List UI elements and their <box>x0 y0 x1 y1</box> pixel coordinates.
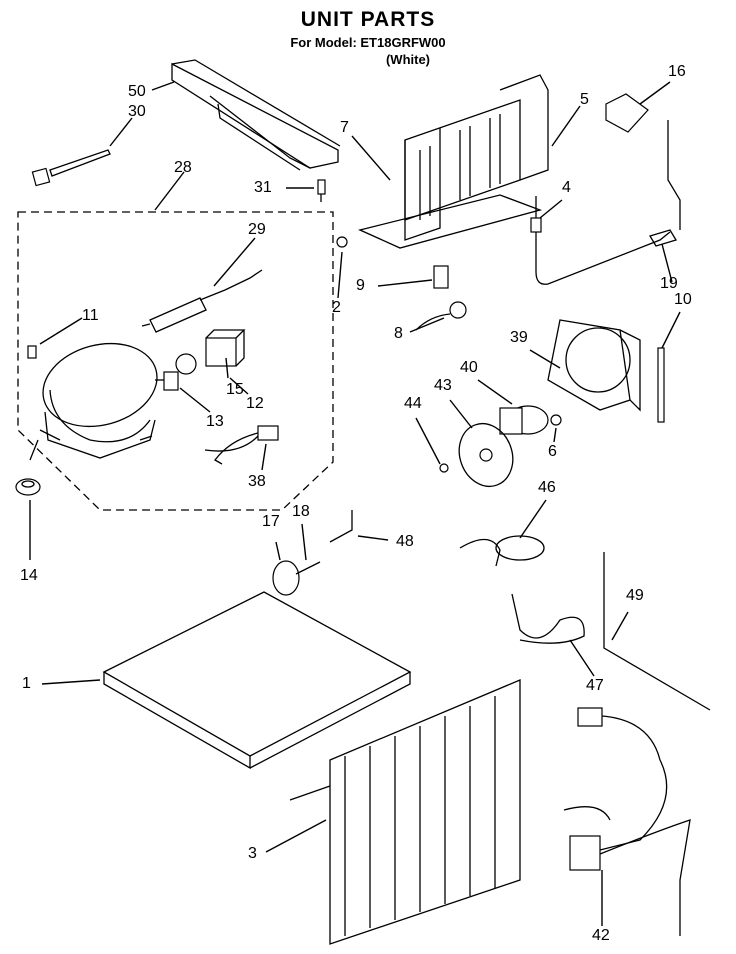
part-19-clip <box>649 229 677 247</box>
callout-48: 48 <box>396 533 414 550</box>
callout-49: 49 <box>626 587 644 604</box>
callout-17: 17 <box>262 513 280 530</box>
part-39-shroud <box>547 319 641 412</box>
callout-5: 5 <box>580 91 589 108</box>
part-7-assembly <box>336 74 549 249</box>
part-31-screw <box>317 179 326 202</box>
part-1-base <box>102 591 412 770</box>
callout-28: 28 <box>174 159 192 176</box>
callout-50: 50 <box>128 83 146 100</box>
part-16-cap <box>605 93 681 230</box>
callout-44: 44 <box>404 395 422 412</box>
callout-7: 7 <box>340 119 349 136</box>
model-line: For Model: ET18GRFW00 <box>290 35 446 50</box>
part-18-axle <box>295 561 321 575</box>
part-49-tube <box>603 552 711 711</box>
part-46-coil <box>459 535 545 567</box>
callout-40: 40 <box>460 359 478 376</box>
color-line: (White) <box>385 52 431 67</box>
callout-38: 38 <box>248 473 266 490</box>
callout-39: 39 <box>510 329 528 346</box>
part-50-drain-pan <box>171 59 341 171</box>
callout-19: 19 <box>660 275 678 292</box>
callout-6: 6 <box>548 443 557 460</box>
leader-lines <box>29 81 681 926</box>
callout-11: 11 <box>82 307 99 324</box>
part-30-rod <box>31 149 111 187</box>
callout-1: 1 <box>22 675 31 692</box>
callout-31: 31 <box>254 179 272 196</box>
part-47-tube <box>511 593 585 644</box>
part-17-roller <box>272 560 300 596</box>
callout-42: 42 <box>592 927 610 944</box>
callout-47: 47 <box>586 677 604 694</box>
callout-9: 9 <box>356 277 365 294</box>
part-compressor <box>27 342 158 461</box>
callout-4: 4 <box>562 179 571 196</box>
callout-14: 14 <box>20 567 38 584</box>
part-9-bracket <box>433 265 449 289</box>
part-3-condenser <box>289 679 521 945</box>
callout-10: 10 <box>674 291 692 308</box>
callout-18: 18 <box>292 503 310 520</box>
callout-15: 15 <box>226 381 244 398</box>
part-40-fan-motor <box>499 405 549 435</box>
part-10-strip <box>657 347 665 423</box>
part-43-fan-blade <box>458 422 514 488</box>
callout-13: 13 <box>206 413 224 430</box>
callout-46: 46 <box>538 479 556 496</box>
part-6-screw <box>550 414 562 426</box>
part-29-drier <box>141 269 263 333</box>
callout-12: 12 <box>246 395 264 412</box>
part-38-overload <box>204 425 279 465</box>
part-44-clip <box>439 463 449 473</box>
callout-16: 16 <box>668 63 686 80</box>
page-title: UNIT PARTS <box>300 8 436 31</box>
callout-43: 43 <box>434 377 452 394</box>
callout-8: 8 <box>394 325 403 342</box>
callout-30: 30 <box>128 103 146 120</box>
part-42-harness <box>563 707 691 936</box>
compressor-assembly-box <box>17 211 334 511</box>
part-14-grommet <box>15 478 41 496</box>
callout-29: 29 <box>248 221 266 238</box>
callout-2: 2 <box>332 299 341 316</box>
part-48-tube <box>329 510 353 543</box>
callout-3: 3 <box>248 845 257 862</box>
part-relay-parts <box>155 329 246 391</box>
part-4-wire <box>530 196 671 285</box>
